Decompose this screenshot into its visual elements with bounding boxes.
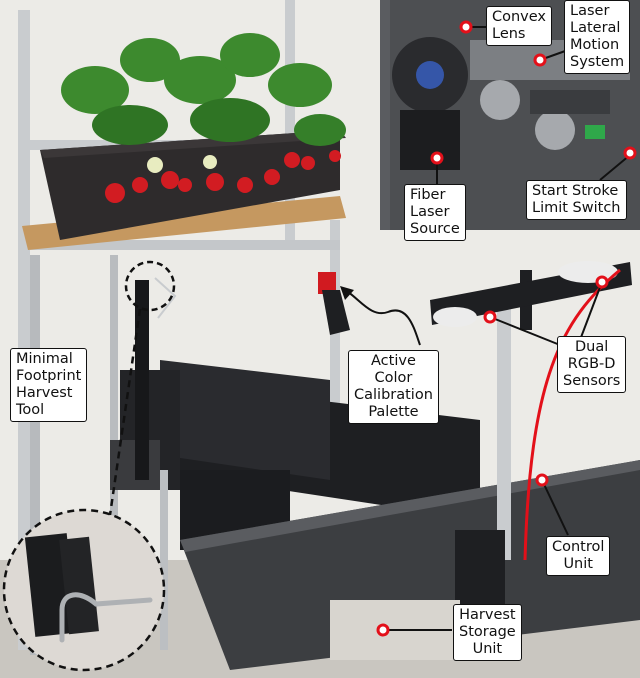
- label-active-color-calibration-palette: Active Color Calibration Palette: [348, 350, 439, 424]
- label-convex-lens: Convex Lens: [486, 6, 553, 46]
- label-fiber-laser-source: Fiber Laser Source: [404, 184, 466, 241]
- label-control-unit: Control Unit: [546, 536, 611, 576]
- tool-callout-circle: [124, 260, 176, 312]
- tool-zoom-inset: [2, 508, 166, 672]
- label-dual-rgbd-sensors: Dual RGB-D Sensors: [557, 336, 627, 393]
- wooden-shelf: [22, 196, 346, 250]
- strawberry-leaves: [61, 33, 346, 146]
- label-minimal-footprint-harvest-tool: Minimal Footprint Harvest Tool: [10, 348, 88, 422]
- perforated-base: [180, 460, 640, 670]
- label-harvest-storage-unit: Harvest Storage Unit: [453, 604, 522, 661]
- strawberries: [105, 150, 341, 203]
- label-start-stroke-limit-switch: Start Stroke Limit Switch: [526, 180, 627, 220]
- calibration-palette: [318, 272, 350, 335]
- callout-pointers: [340, 20, 637, 637]
- label-laser-lateral-motion-system: Laser Lateral Motion System: [564, 0, 631, 74]
- harvest-tool: [135, 277, 177, 480]
